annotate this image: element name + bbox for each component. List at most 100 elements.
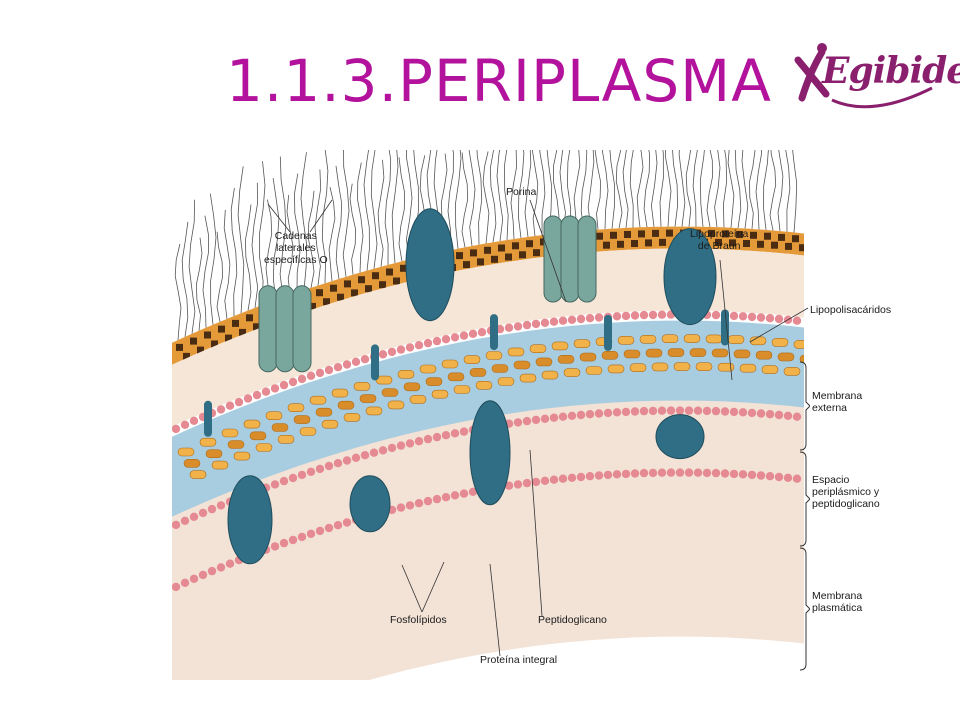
lps-unit <box>197 346 204 354</box>
lipid-head <box>594 313 604 322</box>
o-chain <box>237 166 245 314</box>
porin <box>560 215 580 303</box>
lipid-head <box>189 416 199 425</box>
lps-unit <box>190 337 197 345</box>
outer-membrane-protein <box>405 208 455 322</box>
lipid-head <box>531 319 541 329</box>
o-chain <box>314 169 322 286</box>
lipid-head <box>324 461 334 471</box>
lipid-head <box>450 491 460 500</box>
integral-protein <box>655 414 705 460</box>
o-chain <box>476 150 483 245</box>
lipid-head <box>306 467 316 476</box>
lipid-head <box>288 535 298 545</box>
o-chain <box>580 150 588 231</box>
braun-lipoprotein <box>490 314 498 351</box>
lipid-head <box>702 406 712 416</box>
lipid-head <box>531 477 541 487</box>
porin <box>577 215 597 303</box>
lps-unit <box>498 244 505 252</box>
lipid-head <box>315 464 325 474</box>
lipid-head <box>603 470 613 480</box>
lipid-head <box>405 343 415 352</box>
lps-unit <box>351 289 358 297</box>
o-chain <box>349 183 357 275</box>
o-chain <box>286 194 294 296</box>
egibide-logo: Egibide <box>792 38 960 118</box>
lipid-head <box>423 338 433 348</box>
lipid-head <box>720 407 730 416</box>
label-membrana-plasmatica: Membrana plasmática <box>812 590 863 614</box>
o-chain <box>539 150 546 236</box>
lipid-head <box>666 468 676 477</box>
label-cadenas: Cadenas laterales específicas O <box>264 230 328 266</box>
o-chain <box>377 159 385 267</box>
o-chain <box>659 150 664 227</box>
peptidoglycan-unit <box>541 370 559 380</box>
lps-unit <box>400 264 407 272</box>
lipid-head <box>567 473 577 482</box>
lps-unit <box>316 289 323 297</box>
peptidoglycan-unit <box>233 451 251 461</box>
lps-unit <box>225 334 232 342</box>
peptidoglycan-unit <box>409 395 427 404</box>
peptidoglycan-unit <box>695 362 713 371</box>
lipid-head <box>585 410 595 419</box>
o-chain <box>587 150 595 231</box>
lipid-head <box>324 365 334 375</box>
label-fosfolipidos: Fosfolípidos <box>390 614 447 626</box>
lipid-head <box>630 407 640 416</box>
o-chain <box>672 150 679 227</box>
lps-unit <box>393 277 400 285</box>
o-chain <box>294 173 301 293</box>
peptidoglycan-unit <box>331 388 349 398</box>
o-chain <box>482 151 490 244</box>
outer-membrane-tails <box>172 248 804 427</box>
o-chain <box>202 215 209 328</box>
lps-unit <box>666 229 673 237</box>
peptidoglycan-unit <box>793 340 804 349</box>
peptidoglycan-unit <box>381 388 399 397</box>
lipid-head <box>216 405 226 414</box>
lipid-head <box>172 582 181 592</box>
peptidoglycan-unit <box>519 373 537 383</box>
peptidoglycan-unit <box>529 344 547 353</box>
o-chain <box>335 165 343 279</box>
lipid-head <box>684 468 694 477</box>
lipid-head <box>639 310 649 320</box>
peptidoglycan-unit <box>585 366 603 375</box>
lipid-head <box>729 469 739 479</box>
lipid-head <box>531 415 541 425</box>
o-chain <box>195 237 203 331</box>
lipid-head <box>172 520 181 530</box>
braun-lipoprotein <box>371 344 379 381</box>
lipid-head <box>342 518 352 527</box>
lipid-head <box>612 470 622 479</box>
lipid-head <box>342 360 352 369</box>
o-chain <box>363 150 370 271</box>
pointer-line <box>489 563 501 657</box>
lipid-head <box>513 418 523 427</box>
pointer-line <box>309 199 333 233</box>
peptidoglycan-unit <box>705 334 723 344</box>
lipid-head <box>558 474 568 483</box>
lps-unit <box>638 230 645 238</box>
o-chain <box>308 190 315 288</box>
lps-unit <box>211 340 218 348</box>
peptidoglycan-unit <box>271 423 289 432</box>
lps-unit <box>603 241 610 249</box>
lps-unit <box>372 272 379 280</box>
peptidoglycan-unit <box>513 360 531 370</box>
lipid-head <box>549 475 559 484</box>
pointer-line <box>719 259 733 381</box>
o-chain <box>496 150 504 242</box>
peptidoglycan-unit <box>199 437 217 447</box>
peptidoglycan-unit <box>579 352 597 362</box>
lipid-head <box>765 314 775 323</box>
lipid-head <box>333 459 343 468</box>
lipid-head <box>711 310 721 320</box>
braun-lipoprotein <box>721 309 729 346</box>
logo-mark-icon <box>794 43 933 109</box>
lps-unit <box>365 285 372 293</box>
lipid-head <box>594 471 604 480</box>
